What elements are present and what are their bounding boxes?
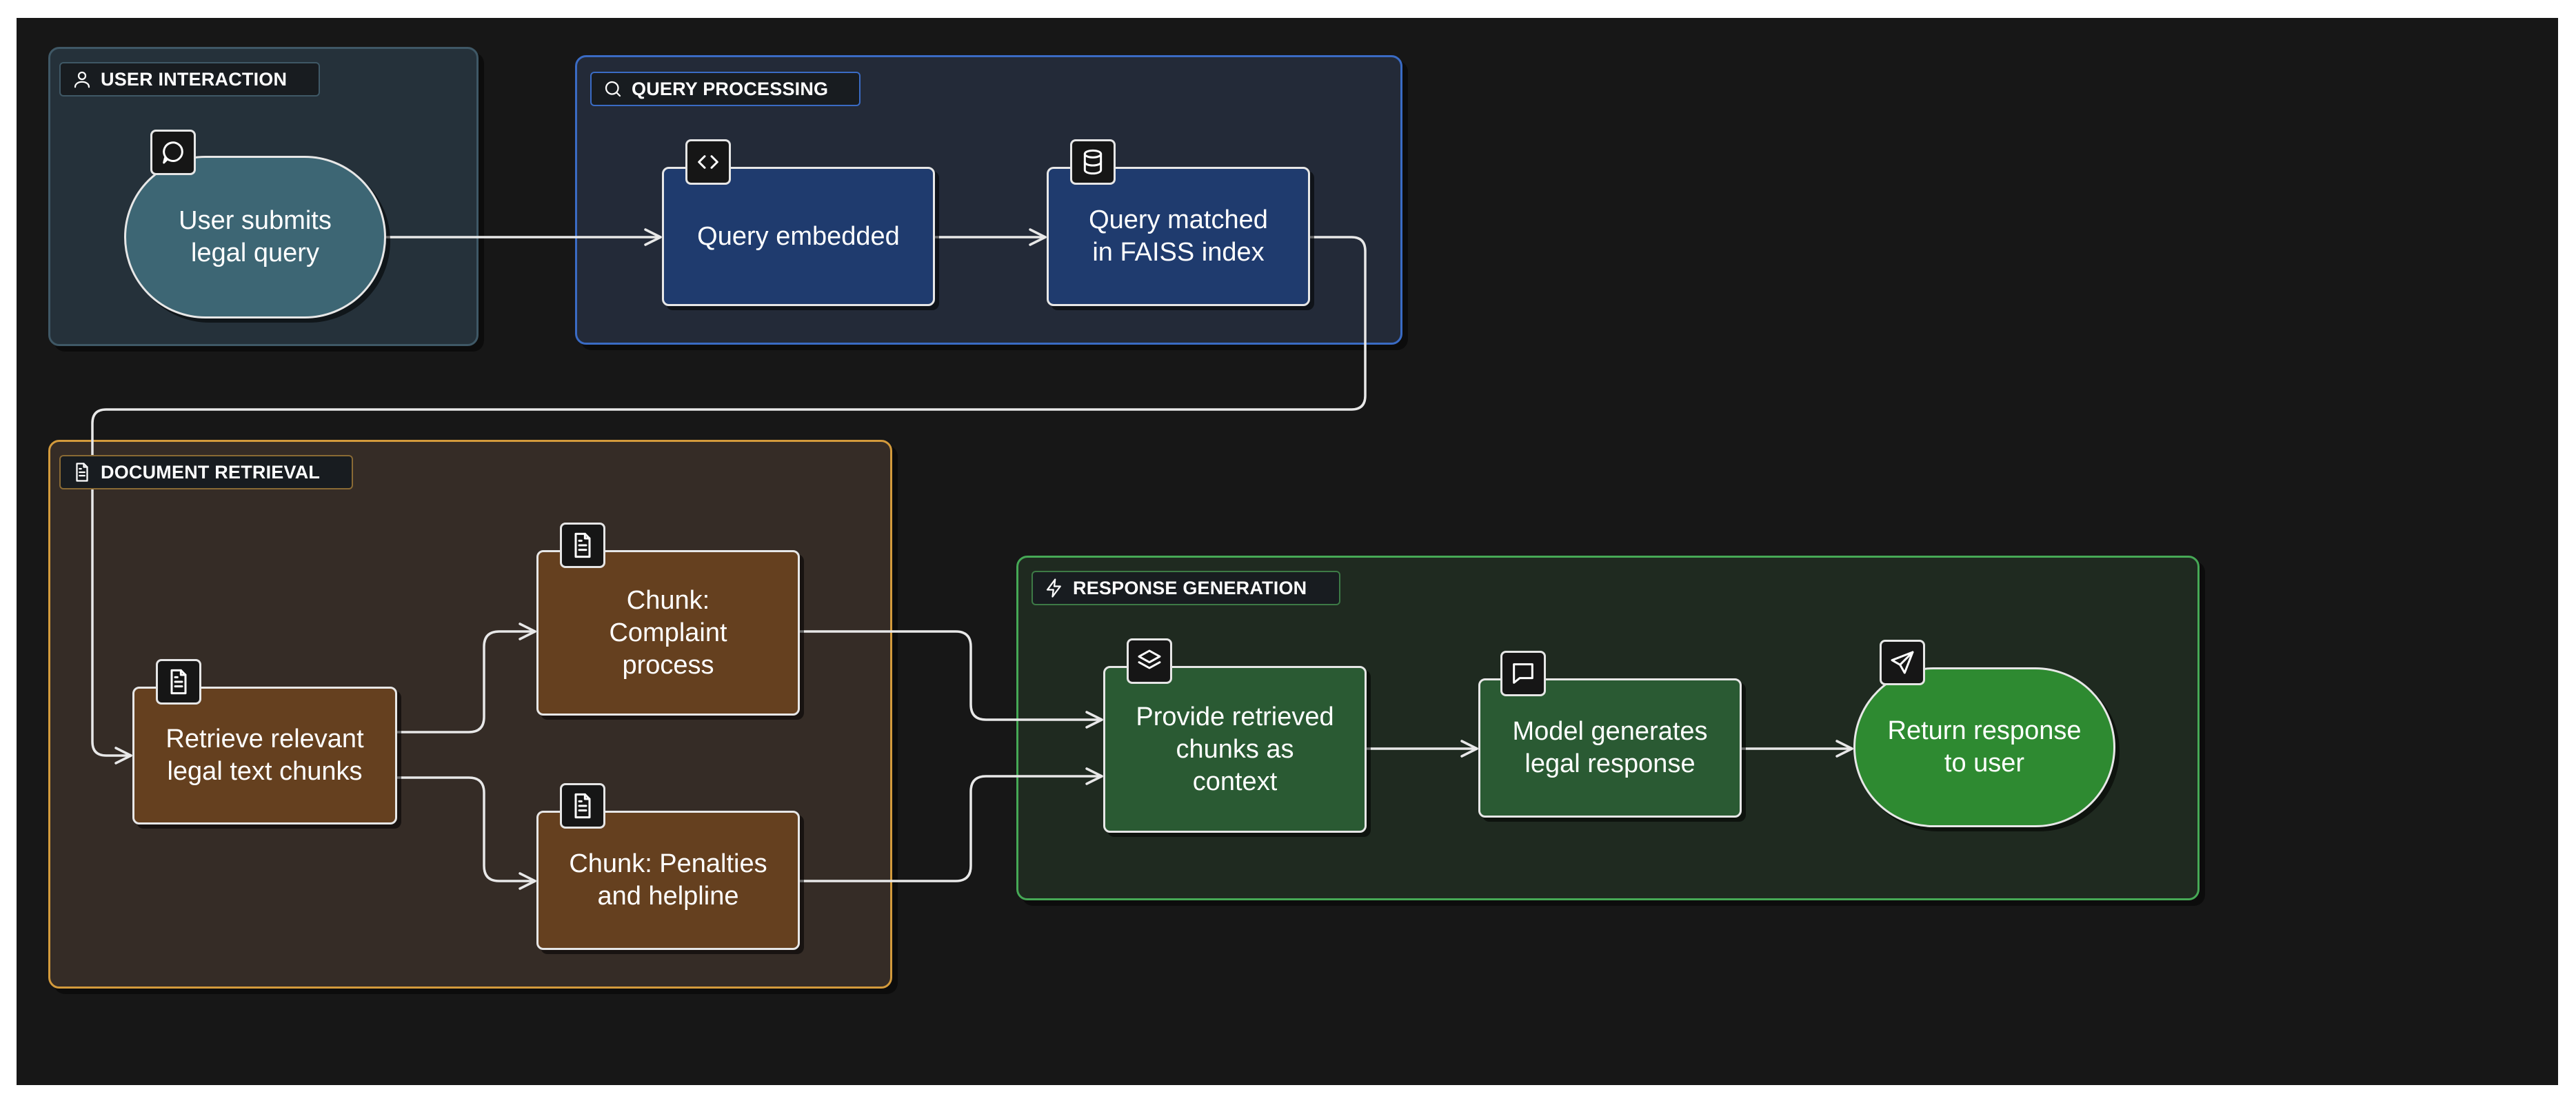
group-label-text: DOCUMENT RETRIEVAL [101, 461, 321, 483]
send-icon [1880, 640, 1925, 685]
node-query-embedded[interactable]: Query embedded [662, 167, 935, 306]
bolt-icon [1046, 578, 1061, 598]
node-text-line: Return response [1887, 716, 2082, 745]
node-text-line: Query matched [1089, 205, 1268, 234]
group-label-text: RESPONSE GENERATION [1073, 577, 1307, 598]
node-text-line: context [1192, 767, 1278, 796]
node-text-line: Chunk: Penalties [569, 849, 767, 878]
group-label-document-retrieval: DOCUMENT RETRIEVAL [59, 455, 353, 489]
file-text-icon [560, 783, 605, 829]
node-text-line: Query embedded [697, 221, 900, 251]
node-model-generates-response[interactable]: Model generates legal response [1478, 678, 1742, 818]
node-text-line: legal response [1525, 749, 1695, 778]
user-icon [74, 71, 90, 88]
node-text-line: User submits [179, 206, 332, 235]
group-label-query-processing: QUERY PROCESSING [590, 72, 861, 106]
database-icon [1070, 139, 1116, 185]
node-retrieve-chunks[interactable]: Retrieve relevant legal text chunks [132, 687, 397, 824]
node-text-line: Provide retrieved [1136, 702, 1334, 731]
node-text-line: Chunk: [626, 585, 710, 615]
layers-icon [1127, 638, 1172, 684]
edge-complaint-to-provide [798, 630, 1103, 729]
node-text-line: to user [1944, 749, 2025, 778]
group-label-user-interaction: USER INTERACTION [59, 62, 320, 97]
edge-penalties-to-provide [798, 767, 1103, 882]
node-text-line: and helpline [597, 882, 739, 911]
edge-faiss-to-retrieve [91, 236, 1367, 765]
node-provide-context[interactable]: Provide retrieved chunks as context [1103, 666, 1367, 833]
node-text-line: Retrieve relevant [165, 725, 364, 753]
code-icon [685, 139, 731, 185]
node-chunk-penalties-helpline[interactable]: Chunk: Penalties and helpline [536, 811, 800, 950]
file-text-icon [76, 463, 88, 482]
node-text-line: chunks as [1176, 734, 1294, 764]
node-chunk-complaint-process[interactable]: Chunk: Complaint process [536, 550, 800, 716]
node-text-line: Model generates [1512, 717, 1708, 746]
node-text-line: legal text chunks [167, 757, 363, 786]
message-circle-icon [150, 130, 196, 175]
file-text-icon [560, 523, 605, 568]
node-text-line: process [622, 650, 714, 680]
search-icon [605, 81, 621, 97]
node-user-submits-query[interactable]: User submits legal query [124, 156, 386, 318]
node-text-line: Complaint [609, 618, 727, 647]
node-text-line: legal query [191, 239, 319, 267]
group-label-text: QUERY PROCESSING [632, 78, 829, 99]
group-label-text: USER INTERACTION [101, 68, 288, 90]
node-query-matched-faiss[interactable]: Query matched in FAISS index [1047, 167, 1310, 306]
edge-retrieve-to-complaint [396, 623, 536, 733]
file-text-icon [156, 659, 201, 705]
group-label-response-generation: RESPONSE GENERATION [1032, 571, 1340, 605]
node-text-line: in FAISS index [1092, 238, 1265, 267]
edge-retrieve-to-penalties [396, 776, 536, 890]
message-square-icon [1500, 651, 1546, 696]
node-return-response[interactable]: Return response to user [1853, 667, 2115, 827]
